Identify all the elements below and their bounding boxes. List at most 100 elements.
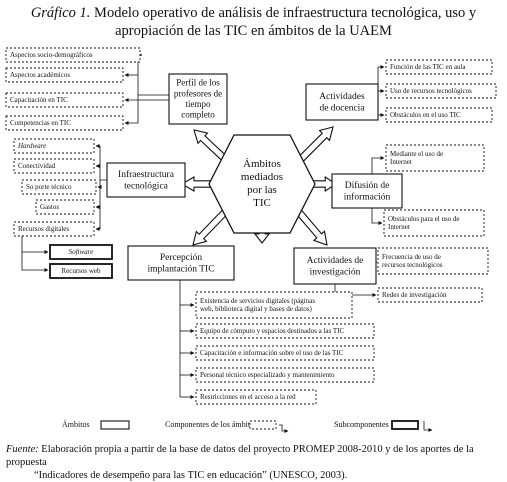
perfil-component-3-line-1: Capacitación en TIC	[10, 96, 68, 104]
source-line-2: “Indicadores de desempeño para las TIC e…	[34, 470, 348, 481]
arrow-to-infra	[180, 176, 213, 192]
difusion-component-2-frame	[383, 209, 485, 237]
percepcion-component-5-frame	[195, 389, 317, 405]
infra-box-frame	[106, 162, 186, 198]
source-note: Fuente: Elaboración propia a partir de l…	[6, 443, 504, 482]
perfil-box-line-2: profesores de	[174, 88, 222, 98]
legend-ambitos-swatch	[100, 420, 130, 430]
difusion-component-1-frame	[385, 144, 485, 172]
docencia-component-3: Obstáculos en el uso TIC	[385, 107, 493, 123]
difusion-component-2-line-1: Obstáculos para el uso de	[388, 215, 460, 223]
docencia-component-1: Función de las TIC en aula	[385, 59, 493, 75]
perfil-component-1: Aspectos socio-demográficos	[5, 47, 141, 63]
percepcion-component-1: Existencia de servicios digitales (págin…	[195, 291, 353, 319]
infra-component-2: Conectividad	[13, 158, 95, 174]
arrow-to-docencia	[296, 126, 334, 164]
legend-subcomponentes-swatch	[391, 420, 419, 430]
infra-component-1: Hardware	[13, 138, 95, 154]
infra-component-4-frame	[35, 199, 95, 215]
percepcion-component-5-line-1: Restricciones en el acceso a la red	[200, 393, 296, 401]
legend-componentes-swatch	[249, 420, 277, 430]
docencia-component-1-line-1: Función de las TIC en aula	[390, 63, 466, 71]
infra-component-2-line-1: Conectividad	[18, 162, 56, 170]
perfil-box-line-1: Perfil de los	[176, 78, 220, 88]
investigacion-box-frame	[293, 247, 377, 285]
center-label-line-2: mediados	[241, 171, 283, 183]
infra-component-5-frame	[13, 221, 95, 237]
docencia-component-2: Uso de recursos tecnológicos	[385, 83, 497, 99]
perfil-component-4: Competencias en TIC	[5, 115, 124, 131]
infra-component-1-frame	[13, 138, 95, 154]
docencia-box-frame	[305, 83, 379, 121]
infra-component-1-line-1: Hardware	[17, 142, 46, 150]
center-label-line-1: Ámbitos	[243, 158, 281, 170]
percepcion-component-2-line-1: Equipo de cómputo y espacios destinados …	[200, 327, 344, 335]
docencia-component-3-line-1: Obstáculos en el uso TIC	[390, 111, 461, 119]
docencia-component-3-frame	[385, 107, 493, 123]
investigacion-component-2-line-1: Redes de investigación	[382, 291, 447, 299]
legend-componentes-arrow	[279, 424, 289, 433]
investigacion-component-1-frame	[377, 247, 489, 275]
infra-box-line-2: tecnológica	[124, 181, 169, 191]
center-label-line-4: TIC	[253, 197, 271, 209]
docencia-box-line-2: de docencia	[319, 103, 365, 113]
investigacion-component-1-line-2: recursos tecnológicos	[382, 261, 443, 269]
connector-lines	[21, 53, 385, 399]
perfil-component-4-line-1: Competencias en TIC	[10, 119, 71, 127]
difusion-conn-1	[371, 156, 385, 174]
percepcion-component-2-frame	[195, 323, 375, 339]
infra-component-3-line-1: So porte técnico	[26, 183, 72, 191]
difusion-box-line-1: Difusión de	[345, 180, 390, 191]
arrow-to-percepcion	[192, 208, 230, 246]
perfil-component-2: Aspectos académicos	[5, 67, 124, 83]
legend-subcomponentes-label: Subcomponentes	[334, 420, 389, 429]
difusion-box-line-2: información	[344, 191, 391, 202]
title-prefix: Gráfico 1.	[30, 5, 91, 21]
percepcion-component-1-frame	[195, 291, 353, 319]
infra-component-5-line-1: Recursos digitales	[18, 225, 69, 233]
subcomponent-recursos-web-frame	[49, 263, 113, 279]
infra-component-4: Gastos	[35, 199, 95, 215]
perfil-conn-4	[124, 95, 139, 125]
percepcion-box-frame	[127, 245, 235, 281]
docencia-component-2-frame	[385, 83, 497, 99]
perfil-box-line-4: completo	[181, 109, 215, 119]
difusion-box-frame	[331, 173, 403, 209]
percepcion-component-2: Equipo de cómputo y espacios destinados …	[195, 323, 375, 339]
figure-title: Gráfico 1. Modelo operativo de análisis …	[0, 4, 507, 40]
docencia-box-line-1: Actividades	[319, 92, 365, 102]
percepcion-component-4-frame	[195, 367, 375, 383]
subcomponent-software-frame	[49, 244, 113, 260]
legend: Ámbitos Componentes de los ámbitos Subcomp…	[62, 419, 433, 433]
arrow-to-difusion	[311, 175, 338, 193]
sub-conn-trunk	[21, 236, 49, 272]
legend-componentes-label: Componentes de los ámbitos	[165, 420, 257, 429]
percepcion-component-4: Personal técnico especializado y manteni…	[195, 367, 375, 383]
percepcion-box-line-2: implantación TIC	[147, 264, 214, 274]
perfil-component-2-line-1: Aspectos académicos	[10, 71, 70, 79]
investigacion-component-2-frame	[377, 287, 483, 303]
perfil-component-1-line-1: Aspectos socio-demográficos	[10, 51, 93, 59]
legend-ambitos-label: Ámbitos	[62, 419, 90, 429]
subcomponent-software-line-1: Software	[69, 248, 94, 256]
perfil-component-3-frame	[5, 92, 124, 108]
percepcion-component-4-line-1: Personal técnico especializado y manteni…	[200, 371, 335, 379]
infra-component-5: Recursos digitales	[13, 221, 95, 237]
perfil-component-3: Capacitación en TIC	[5, 92, 124, 108]
perfil-component-2-frame	[5, 67, 124, 83]
source-line-1: Fuente: Elaboración propia a partir de l…	[6, 443, 504, 469]
source-text-1: Elaboración propia a partir de la base d…	[6, 444, 474, 468]
investigacion-box-line-1: Actividades de	[307, 256, 364, 266]
investigacion-component-1-line-1: Frecuencia de uso de	[382, 253, 441, 261]
difusion-component-1-line-1: Mediante el uso de	[390, 150, 443, 158]
center-hexagon	[208, 134, 316, 234]
infra-component-3-frame	[21, 179, 97, 195]
infra-component-4-line-1: Gastos	[40, 203, 59, 211]
